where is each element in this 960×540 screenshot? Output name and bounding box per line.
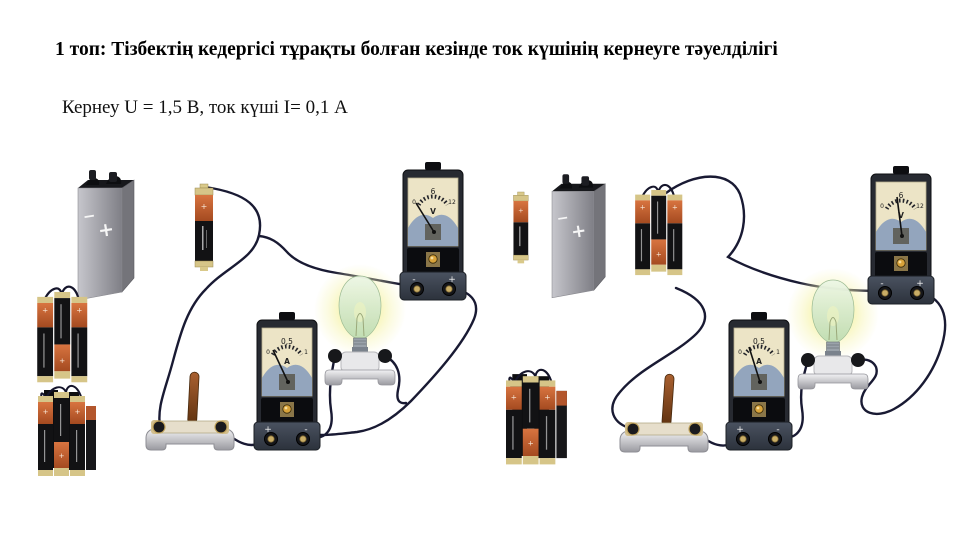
voltmeter-terminal bbox=[881, 289, 889, 297]
voltmeter-terminal bbox=[413, 285, 421, 293]
cell-plus-mark: + bbox=[42, 306, 48, 315]
switch-handle bbox=[661, 373, 675, 427]
switch-right bbox=[619, 373, 709, 453]
cell-plus-mark: + bbox=[76, 306, 82, 315]
battery-bundle-left: + + + bbox=[38, 384, 96, 476]
cell-plus-mark: + bbox=[201, 202, 208, 211]
ammeter-scale-max: 0,5 bbox=[281, 337, 293, 346]
voltmeter-terminal bbox=[445, 285, 453, 293]
bulb-terminal bbox=[328, 349, 342, 363]
wire bbox=[611, 286, 707, 431]
switch-terminal bbox=[626, 422, 640, 436]
voltmeter-left: 6 0 12 V - + bbox=[399, 162, 467, 301]
ammeter-left: 0,5 0 1 A + - bbox=[253, 312, 321, 451]
ammeter-plus-label: + bbox=[264, 425, 272, 435]
wire bbox=[304, 285, 478, 437]
flat-battery-left: − + bbox=[77, 170, 135, 301]
ammeter-scale-right: 1 bbox=[304, 349, 308, 356]
voltmeter-scale-mid: 6 bbox=[431, 187, 436, 196]
ammeter-minus-label: - bbox=[304, 425, 307, 435]
battery-pack-right: + + + bbox=[635, 184, 683, 276]
voltmeter-scale-max: 12 bbox=[916, 203, 924, 210]
ammeter-needle bbox=[748, 346, 761, 383]
cell-plus-mark: + bbox=[75, 408, 81, 416]
switch-terminal bbox=[214, 420, 228, 434]
voltmeter-terminal bbox=[913, 289, 921, 297]
battery-terminal bbox=[559, 181, 573, 189]
experiment-values-text: Кернеу U = 1,5 В, ток күші I= 0,1 А bbox=[62, 97, 348, 118]
wire bbox=[158, 185, 262, 429]
flat-battery-right: − + bbox=[551, 174, 606, 299]
cell-plus-mark: + bbox=[59, 356, 65, 365]
switch-left bbox=[145, 371, 235, 451]
voltmeter-right: 6 0 12 V - + bbox=[867, 166, 935, 305]
bulb-terminal bbox=[851, 353, 865, 367]
ammeter-plus-label: + bbox=[736, 425, 744, 435]
switch-handle bbox=[187, 371, 200, 425]
battery-plus-mark: + bbox=[96, 218, 115, 242]
bulb-filament bbox=[355, 313, 365, 337]
voltmeter-unit: V bbox=[898, 211, 904, 220]
battery-plus-mark: + bbox=[570, 220, 588, 243]
ammeter-terminal bbox=[267, 435, 275, 443]
cell-plus-mark: + bbox=[43, 408, 49, 416]
ammeter-minus-label: - bbox=[776, 425, 779, 435]
battery-terminal bbox=[86, 177, 100, 185]
bulb-filament bbox=[828, 317, 838, 341]
cell-plus-mark: + bbox=[640, 204, 646, 212]
battery-group-left: + + + bbox=[37, 285, 88, 383]
cell-plus-mark: + bbox=[511, 392, 517, 401]
switch-terminal bbox=[152, 420, 166, 434]
voltmeter-minus-label: - bbox=[412, 275, 415, 285]
cell-plus-mark: + bbox=[518, 207, 524, 215]
voltmeter-scale-min: 0 bbox=[412, 199, 416, 206]
cell-plus-mark: + bbox=[656, 251, 662, 259]
ammeter-scale-max: 0,5 bbox=[753, 337, 765, 346]
ammeter-needle bbox=[272, 349, 289, 383]
voltmeter-scale-mid: 6 bbox=[899, 191, 904, 200]
voltmeter-unit: V bbox=[430, 207, 436, 216]
cell-plus-mark: + bbox=[59, 452, 65, 460]
battery-cell-left: + bbox=[194, 183, 214, 271]
cell-plus-mark: + bbox=[672, 204, 678, 212]
voltmeter-needle bbox=[415, 202, 435, 233]
voltmeter-scale-min: 0 bbox=[880, 203, 884, 210]
bulb-terminal bbox=[378, 349, 392, 363]
ammeter-scale-min: 0 bbox=[266, 349, 270, 356]
wire bbox=[383, 354, 408, 405]
cell-plus-mark: + bbox=[528, 439, 534, 448]
page-title: 1 топ: Тізбектің кедергісі тұрақты болға… bbox=[55, 39, 778, 60]
voltmeter-scale-max: 12 bbox=[448, 199, 456, 206]
cell-plus-mark: + bbox=[544, 392, 550, 401]
voltmeter-minus-label: - bbox=[880, 279, 883, 289]
ammeter-scale-min: 0 bbox=[738, 349, 742, 356]
switch-terminal bbox=[688, 422, 702, 436]
bulb-right bbox=[787, 268, 879, 390]
ammeter-scale-right: 1 bbox=[776, 349, 780, 356]
wire bbox=[856, 289, 947, 416]
ammeter-terminal bbox=[771, 435, 779, 443]
ammeter-unit: A bbox=[284, 357, 290, 366]
ammeter-terminal bbox=[739, 435, 747, 443]
battery-cell-right: + bbox=[513, 191, 529, 264]
battery-minus-mark: − bbox=[556, 210, 570, 228]
voltmeter-plus-label: + bbox=[916, 279, 924, 289]
ammeter-right: 0,5 0 1 A + - bbox=[725, 312, 793, 451]
voltmeter-needle bbox=[896, 196, 903, 237]
battery-minus-mark: − bbox=[82, 206, 97, 226]
bulb-left bbox=[314, 264, 406, 386]
battery-bundle-right: + + + bbox=[506, 368, 567, 465]
ammeter-unit: A bbox=[756, 357, 762, 366]
ammeter-terminal bbox=[299, 435, 307, 443]
bulb-terminal bbox=[801, 353, 815, 367]
voltmeter-plus-label: + bbox=[448, 275, 456, 285]
